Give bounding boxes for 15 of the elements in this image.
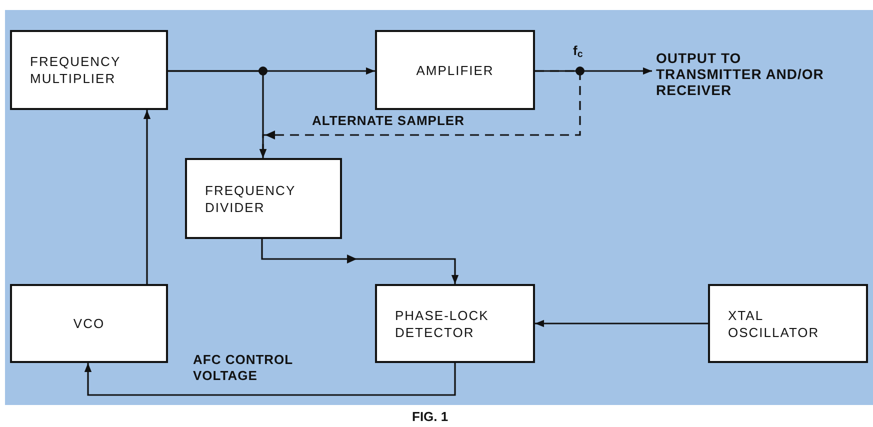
block-box: XTAL OSCILLATOR: [708, 284, 868, 363]
signal-label: f$_{c}$: [573, 44, 583, 58]
block-box: PHASE-LOCK DETECTOR: [375, 284, 535, 363]
block-box: AMPLIFIER: [375, 30, 535, 110]
arrow: [84, 363, 456, 396]
arrow: [168, 70, 267, 158]
block-box: VCO: [10, 284, 168, 363]
caption: FIG. 1: [412, 408, 448, 426]
block-box: FREQUENCY MULTIPLIER: [10, 30, 168, 110]
arrow: [259, 70, 581, 158]
output-label: OUTPUT TO TRANSMITTER AND/OR RECEIVER: [656, 50, 831, 98]
block-box: FREQUENCY DIVIDER: [185, 158, 342, 239]
arrow: [261, 239, 459, 284]
arrow: [143, 110, 151, 284]
arrow: [535, 320, 708, 328]
